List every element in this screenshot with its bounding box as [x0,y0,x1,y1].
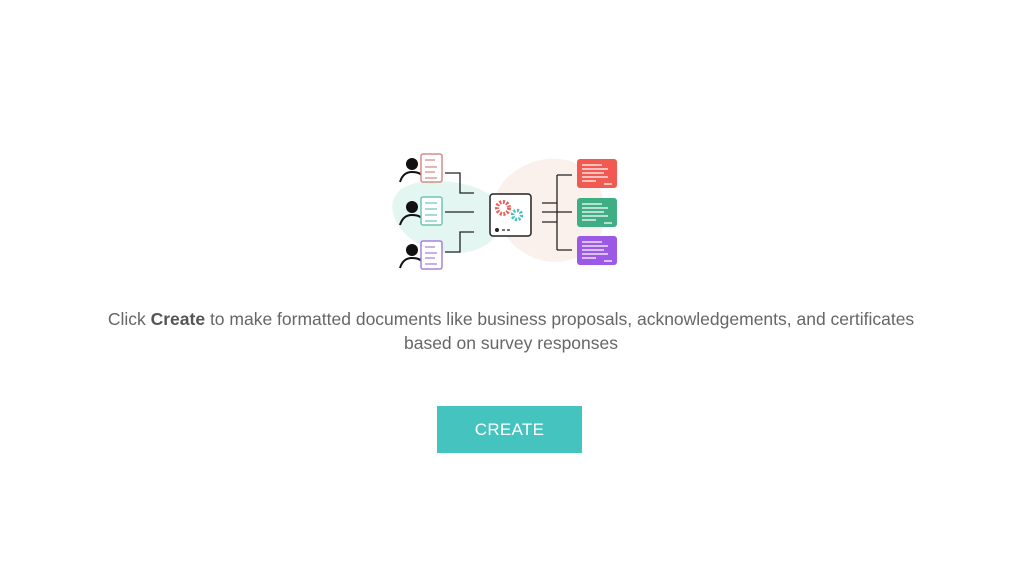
description-prefix: Click [107,309,151,329]
survey-to-document-workflow-icon [392,153,617,270]
create-button[interactable]: CREATE [437,406,582,453]
description-suffix: to make formatted documents like busines… [205,309,915,353]
empty-state-description: Click Create to make formatted documents… [100,307,922,355]
description-emphasis: Create [150,309,206,329]
